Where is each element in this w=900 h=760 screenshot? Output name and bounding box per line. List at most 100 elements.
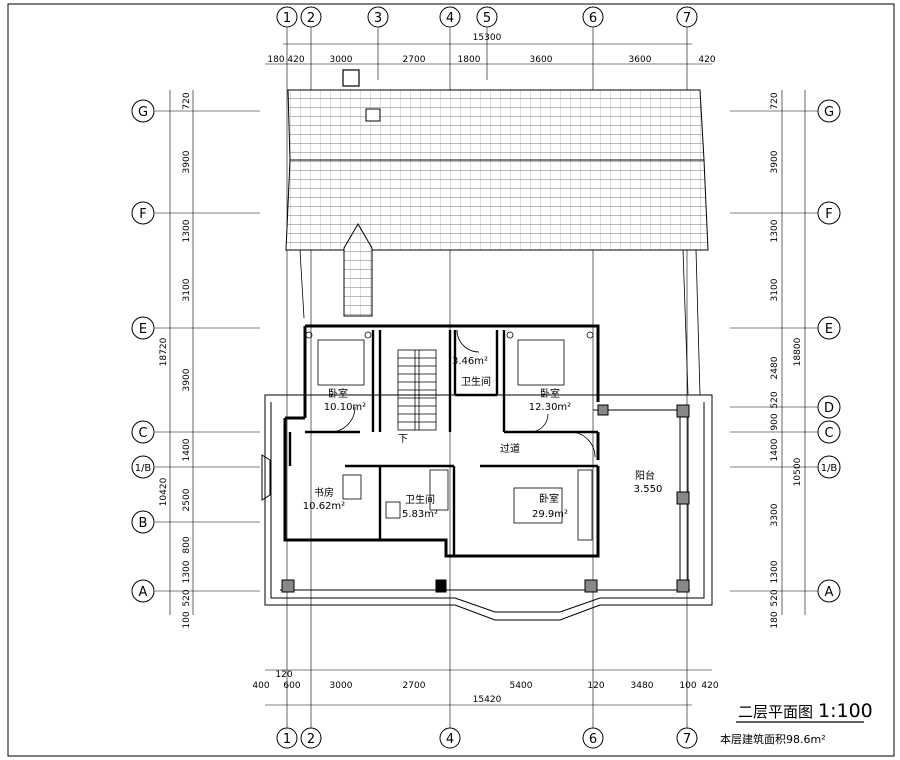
svg-text:1300: 1300 bbox=[770, 219, 780, 242]
bedroom-nw-area: 10.10m² bbox=[324, 402, 366, 413]
door-swing bbox=[329, 329, 596, 458]
bathroom-n-name: 卫生间 bbox=[461, 375, 491, 388]
bed-ne bbox=[517, 339, 565, 386]
chimney bbox=[342, 69, 360, 87]
svg-text:2500: 2500 bbox=[182, 488, 192, 511]
column-marker-ne2 bbox=[586, 331, 594, 339]
svg-text:1300: 1300 bbox=[770, 560, 780, 583]
svg-text:180: 180 bbox=[267, 55, 284, 65]
balcony-slab bbox=[261, 394, 713, 621]
svg-text:7: 7 bbox=[683, 732, 691, 747]
roof-upper-slope bbox=[287, 89, 705, 161]
svg-text:10420: 10420 bbox=[159, 477, 169, 506]
column-marker-nw1 bbox=[305, 331, 313, 339]
svg-text:E: E bbox=[825, 322, 833, 337]
svg-text:3000: 3000 bbox=[330, 681, 353, 691]
svg-text:3600: 3600 bbox=[629, 55, 652, 65]
bathroom-n-area: 3.46m² bbox=[452, 356, 488, 367]
room-labels: 卧室 10.10m² 3.46m² 卫生间 卧室 12.30m² 下 过道 书房… bbox=[303, 356, 663, 520]
bed-s bbox=[513, 487, 563, 524]
svg-text:C: C bbox=[824, 426, 833, 441]
svg-text:A: A bbox=[139, 585, 148, 600]
svg-text:6: 6 bbox=[589, 732, 597, 747]
sheet-border bbox=[7, 3, 895, 757]
row-axes-left: G F E C 1/B B A bbox=[131, 99, 155, 603]
bedroom-s-name: 卧室 bbox=[539, 492, 559, 505]
svg-text:1800: 1800 bbox=[458, 55, 481, 65]
svg-text:420: 420 bbox=[287, 55, 304, 65]
svg-text:100: 100 bbox=[679, 681, 696, 691]
desk bbox=[342, 474, 362, 500]
wardrobe-s bbox=[577, 469, 593, 541]
columns bbox=[281, 404, 690, 593]
toilet-s bbox=[385, 501, 401, 519]
svg-text:420: 420 bbox=[698, 55, 715, 65]
dimensions-right: 18800 10500 720 3900 1300 3100 2480 520 … bbox=[770, 92, 803, 628]
balcony-level: 3.550 bbox=[634, 484, 663, 495]
svg-text:180: 180 bbox=[770, 611, 780, 628]
furniture bbox=[305, 329, 596, 541]
svg-text:3900: 3900 bbox=[182, 368, 192, 391]
svg-text:100: 100 bbox=[182, 611, 192, 628]
svg-text:5: 5 bbox=[483, 11, 491, 26]
svg-text:D: D bbox=[824, 401, 834, 416]
roof-lower-slope bbox=[285, 159, 709, 251]
svg-text:600: 600 bbox=[283, 681, 300, 691]
drawing-scale: 1:100 bbox=[818, 700, 873, 722]
svg-text:3100: 3100 bbox=[182, 278, 192, 301]
svg-text:1/B: 1/B bbox=[135, 463, 152, 474]
svg-text:15300: 15300 bbox=[473, 33, 502, 43]
svg-text:15420: 15420 bbox=[473, 695, 502, 705]
svg-text:F: F bbox=[139, 207, 146, 222]
stair-down-label: 下 bbox=[398, 434, 408, 445]
svg-text:1400: 1400 bbox=[770, 438, 780, 461]
svg-text:7: 7 bbox=[683, 11, 691, 26]
svg-text:120: 120 bbox=[587, 681, 604, 691]
svg-text:G: G bbox=[138, 105, 148, 120]
svg-text:420: 420 bbox=[701, 681, 718, 691]
bathroom-s-area: 5.83m² bbox=[402, 509, 438, 520]
svg-text:18800: 18800 bbox=[793, 337, 803, 366]
svg-text:3900: 3900 bbox=[770, 150, 780, 173]
svg-text:400: 400 bbox=[252, 681, 269, 691]
title-block: 二层平面图 1:100 本层建筑面积98.6m² bbox=[720, 700, 873, 746]
svg-text:720: 720 bbox=[182, 92, 192, 109]
svg-text:1300: 1300 bbox=[182, 560, 192, 583]
svg-text:B: B bbox=[139, 516, 148, 531]
svg-text:800: 800 bbox=[182, 536, 192, 553]
svg-text:10500: 10500 bbox=[793, 457, 803, 486]
column-marker-nw2 bbox=[364, 331, 372, 339]
dimensions-bottom: 400 120 600 3000 2700 5400 120 3480 100 … bbox=[252, 670, 718, 705]
balcony-name: 阳台 bbox=[635, 469, 655, 482]
dormer-roof bbox=[343, 223, 373, 317]
bedroom-nw-name: 卧室 bbox=[328, 387, 348, 400]
row-axes-right: G F E D C 1/B A bbox=[817, 99, 841, 603]
svg-text:1/B: 1/B bbox=[821, 463, 838, 474]
svg-text:4: 4 bbox=[446, 732, 454, 747]
svg-text:3000: 3000 bbox=[330, 55, 353, 65]
column-axes-bottom: 1 2 4 6 7 bbox=[276, 727, 698, 749]
bathroom-s-name: 卫生间 bbox=[405, 493, 435, 506]
svg-text:18720: 18720 bbox=[159, 337, 169, 366]
svg-text:3600: 3600 bbox=[530, 55, 553, 65]
svg-text:E: E bbox=[139, 322, 147, 337]
svg-text:6: 6 bbox=[589, 11, 597, 26]
svg-text:3: 3 bbox=[374, 11, 382, 26]
bedroom-s-area: 29.9m² bbox=[532, 509, 568, 520]
svg-text:G: G bbox=[824, 105, 834, 120]
roof bbox=[285, 69, 709, 396]
study-area: 10.62m² bbox=[303, 501, 345, 512]
svg-text:3300: 3300 bbox=[770, 503, 780, 526]
svg-text:2700: 2700 bbox=[403, 681, 426, 691]
svg-text:1: 1 bbox=[283, 732, 291, 747]
svg-text:3480: 3480 bbox=[631, 681, 654, 691]
svg-text:720: 720 bbox=[770, 92, 780, 109]
roof-vent bbox=[365, 108, 381, 122]
bedroom-ne-name: 卧室 bbox=[540, 387, 560, 400]
interior-walls bbox=[288, 330, 598, 556]
svg-text:520: 520 bbox=[770, 589, 780, 606]
svg-text:120: 120 bbox=[275, 670, 292, 680]
column-marker-ne1 bbox=[506, 331, 514, 339]
svg-text:A: A bbox=[825, 585, 834, 600]
